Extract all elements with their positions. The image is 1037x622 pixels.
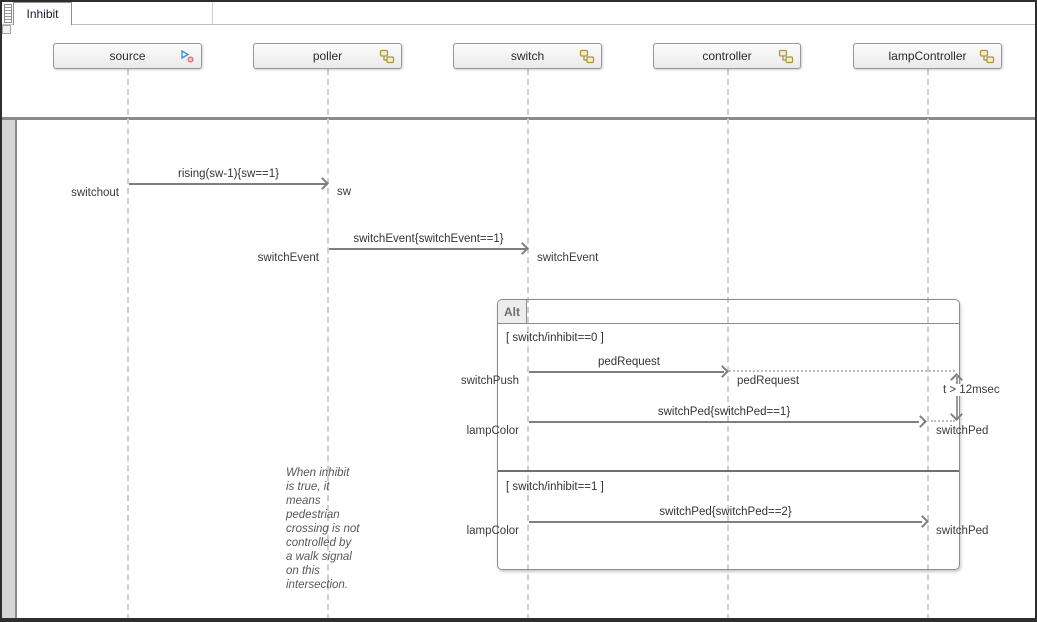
message-switchevent-line[interactable] [329, 248, 528, 250]
lifeline-header-lampcontroller[interactable]: lampController [853, 43, 1002, 69]
alt-operator-badge: Alt [498, 300, 527, 324]
alt-fragment[interactable]: Alt [ switch/inhibit==0 ] [ switch/inhib… [497, 299, 960, 570]
event-sw: sw [337, 186, 352, 198]
subsystem-icon [379, 49, 395, 64]
alt-header-line [498, 323, 959, 324]
header-canvas-separator [2, 117, 1035, 120]
message-pedrequest-label[interactable]: pedRequest [597, 356, 661, 368]
message-switchevent-label[interactable]: switchEvent{switchEvent==1} [353, 233, 504, 245]
lifeline-label-lampcontroller: lampController [888, 49, 967, 63]
lifeline-label-poller: poller [312, 49, 343, 63]
event-lampcolor-1: lampColor [466, 425, 519, 437]
lifeline-header-switch[interactable]: switch [453, 43, 602, 69]
event-switchped-1: switchPed [936, 425, 989, 437]
lifeline-header-poller[interactable]: poller [253, 43, 402, 69]
source-signal-icon [181, 49, 194, 63]
lifeline-header-source[interactable]: source [53, 43, 202, 69]
alt-guard-inhibit-1[interactable]: [ switch/inhibit==1 ] [506, 481, 604, 493]
tab-bar [2, 2, 1035, 25]
lifeline-label-controller: controller [702, 49, 752, 63]
left-gutter [2, 120, 17, 618]
message-switchped1-label[interactable]: switchPed{switchPed==1} [657, 406, 791, 418]
lifeline-source [127, 69, 129, 618]
annotation-note[interactable]: When inhibit is true, it means pedestria… [286, 467, 360, 591]
event-lampcolor-2: lampColor [466, 525, 519, 537]
subsystem-icon [778, 49, 794, 64]
event-switchout: switchout [71, 187, 119, 199]
event-switchped-2: switchPed [936, 525, 989, 537]
subsystem-icon [979, 49, 995, 64]
event-switchpush: switchPush [460, 375, 519, 387]
tab-inhibit[interactable]: Inhibit [13, 2, 72, 25]
event-switchevent-receiver: switchEvent [537, 252, 599, 264]
alt-operand-divider [498, 470, 959, 472]
message-rising-label[interactable]: rising(sw-1){sw==1} [178, 168, 279, 180]
subsystem-icon [579, 49, 595, 64]
alt-operator-label: Alt [504, 304, 520, 319]
lifeline-lampcontroller [927, 69, 929, 618]
lifeline-controller [727, 69, 729, 618]
message-rising-line[interactable] [129, 183, 328, 185]
tab-inhibit-label: Inhibit [26, 7, 59, 21]
message-pedrequest-line[interactable] [529, 371, 724, 373]
tab-strip-divider [212, 2, 213, 24]
duration-constraint-line[interactable] [956, 375, 958, 420]
duration-constraint-bottom-extension [931, 420, 955, 422]
lifeline-poller [327, 69, 329, 618]
lifeline-switch [527, 69, 529, 618]
message-switchped2-label[interactable]: switchPed{switchPed==2} [659, 506, 792, 518]
lifeline-label-switch: switch [510, 49, 545, 63]
lifeline-label-source: source [109, 49, 146, 63]
pane-grip-handle[interactable] [4, 4, 12, 23]
duration-constraint-label[interactable]: t > 12msec [941, 384, 1002, 396]
lifeline-header-controller[interactable]: controller [653, 43, 801, 69]
alt-guard-inhibit-0[interactable]: [ switch/inhibit==0 ] [506, 332, 604, 344]
pane-corner-handle[interactable] [2, 25, 11, 34]
duration-constraint-top-extension [729, 370, 955, 372]
event-switchevent-sender: switchEvent [257, 252, 319, 264]
message-switchped2-line[interactable] [529, 521, 922, 523]
event-pedrequest: pedRequest [737, 375, 800, 387]
message-switchped1-line[interactable] [529, 421, 919, 423]
